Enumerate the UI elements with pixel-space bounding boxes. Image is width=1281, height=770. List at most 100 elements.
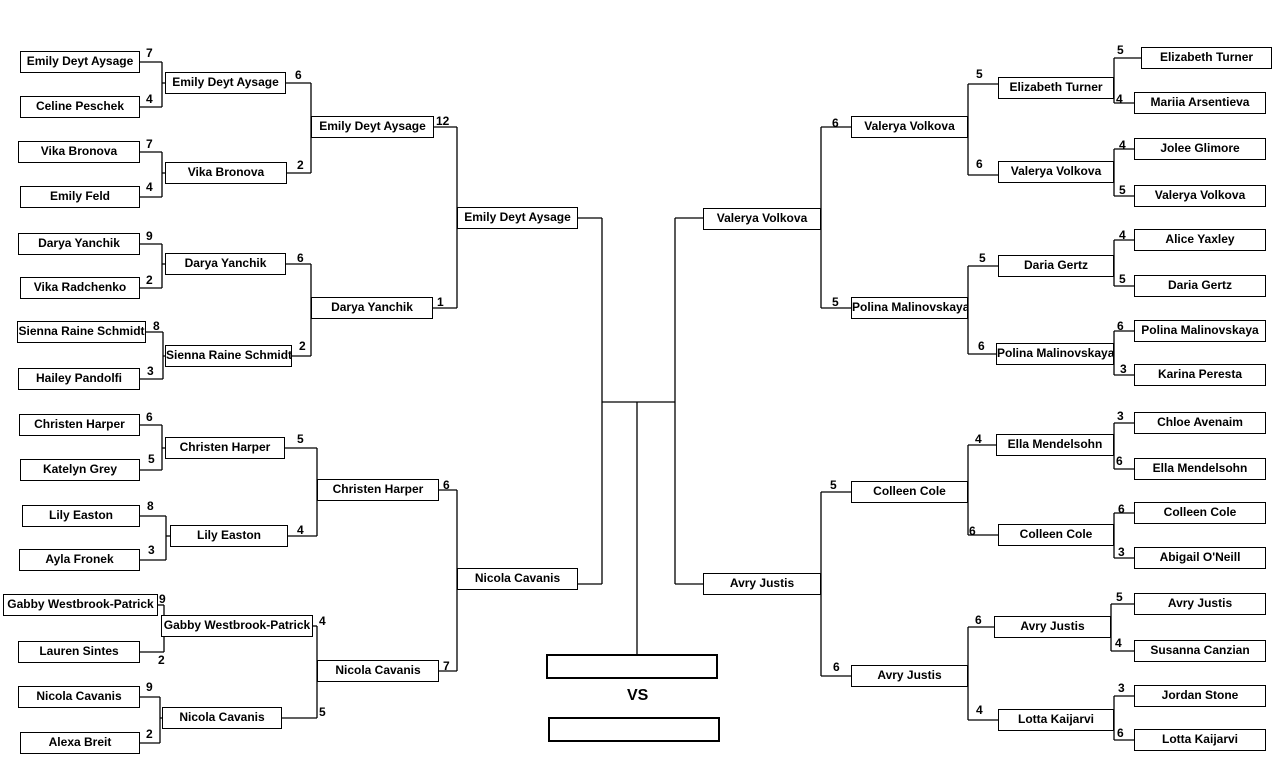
score: 2	[299, 339, 306, 353]
r1-entry: Alexa Breit	[20, 732, 140, 754]
r2-entry: Ella Mendelsohn	[996, 434, 1114, 456]
score: 7	[146, 137, 153, 151]
score: 6	[297, 251, 304, 265]
r1-entry: Lily Easton	[22, 505, 140, 527]
score: 5	[1116, 590, 1123, 604]
r4-entry: Avry Justis	[703, 573, 821, 595]
score: 5	[830, 478, 837, 492]
score: 1	[437, 295, 444, 309]
r1-entry: Emily Feld	[20, 186, 140, 208]
score: 4	[146, 92, 153, 106]
r1-entry: Vika Bronova	[18, 141, 140, 163]
r1-entry: Colleen Cole	[1134, 502, 1266, 524]
r1-entry: Katelyn Grey	[20, 459, 140, 481]
r3-entry: Nicola Cavanis	[317, 660, 439, 682]
r4-entry: Nicola Cavanis	[457, 568, 578, 590]
r3-entry: Valerya Volkova	[851, 116, 968, 138]
r2-entry: Elizabeth Turner	[998, 77, 1114, 99]
r1-entry: Hailey Pandolfi	[18, 368, 140, 390]
score: 5	[148, 452, 155, 466]
score: 9	[159, 592, 166, 606]
r3-entry: Christen Harper	[317, 479, 439, 501]
r1-entry: Ayla Fronek	[19, 549, 140, 571]
r2-entry: Avry Justis	[994, 616, 1111, 638]
r1-entry: Gabby Westbrook-Patrick	[3, 594, 158, 616]
score: 6	[1118, 502, 1125, 516]
score: 6	[1116, 454, 1123, 468]
r1-entry: Christen Harper	[19, 414, 140, 436]
r2-entry: Christen Harper	[165, 437, 285, 459]
r1-entry: Polina Malinovskaya	[1134, 320, 1266, 342]
score: 5	[319, 705, 326, 719]
score: 6	[295, 68, 302, 82]
score: 6	[443, 478, 450, 492]
score: 2	[146, 727, 153, 741]
score: 5	[1117, 43, 1124, 57]
r1-entry: Daria Gertz	[1134, 275, 1266, 297]
final-slot-bottom	[548, 717, 720, 742]
r4-entry: Valerya Volkova	[703, 208, 821, 230]
score: 6	[833, 660, 840, 674]
score: 4	[1119, 228, 1126, 242]
score: 5	[297, 432, 304, 446]
final-slot-top	[546, 654, 718, 679]
r1-entry: Lotta Kaijarvi	[1134, 729, 1266, 751]
score: 6	[146, 410, 153, 424]
score: 6	[832, 116, 839, 130]
score: 6	[969, 524, 976, 538]
r1-entry: Lauren Sintes	[18, 641, 140, 663]
score: 6	[976, 157, 983, 171]
r2-entry: Daria Gertz	[998, 255, 1114, 277]
score: 3	[1120, 362, 1127, 376]
score: 5	[976, 67, 983, 81]
score: 4	[1116, 92, 1123, 106]
r2-entry: Nicola Cavanis	[162, 707, 282, 729]
r3-entry: Polina Malinovskaya	[851, 297, 968, 319]
score: 2	[158, 653, 165, 667]
score: 4	[975, 432, 982, 446]
score: 7	[443, 659, 450, 673]
score: 4	[1119, 138, 1126, 152]
score: 4	[146, 180, 153, 194]
r1-entry: Abigail O'Neill	[1134, 547, 1266, 569]
r3-entry: Emily Deyt Aysage	[311, 116, 434, 138]
r1-entry: Jolee Glimore	[1134, 138, 1266, 160]
score: 5	[1119, 272, 1126, 286]
vs-label: VS	[627, 687, 649, 704]
r1-entry: Alice Yaxley	[1134, 229, 1266, 251]
score: 3	[147, 364, 154, 378]
score: 6	[1117, 319, 1124, 333]
r1-entry: Elizabeth Turner	[1141, 47, 1272, 69]
score: 3	[1117, 409, 1124, 423]
r2-entry: Emily Deyt Aysage	[165, 72, 286, 94]
r1-entry: Ella Mendelsohn	[1134, 458, 1266, 480]
r1-entry: Celine Peschek	[20, 96, 140, 118]
r1-entry: Darya Yanchik	[18, 233, 140, 255]
score: 4	[319, 614, 326, 628]
score: 5	[979, 251, 986, 265]
r2-entry: Valerya Volkova	[998, 161, 1114, 183]
r1-entry: Emily Deyt Aysage	[20, 51, 140, 73]
score: 5	[832, 295, 839, 309]
score: 9	[146, 680, 153, 694]
r2-entry: Darya Yanchik	[165, 253, 286, 275]
r1-entry: Karina Peresta	[1134, 364, 1266, 386]
r2-entry: Lotta Kaijarvi	[998, 709, 1114, 731]
r4-entry: Emily Deyt Aysage	[457, 207, 578, 229]
r1-entry: Chloe Avenaim	[1134, 412, 1266, 434]
r2-entry: Polina Malinovskaya	[996, 343, 1114, 365]
r3-entry: Colleen Cole	[851, 481, 968, 503]
r2-entry: Vika Bronova	[165, 162, 287, 184]
score: 3	[148, 543, 155, 557]
r1-entry: Sienna Raine Schmidt	[17, 321, 146, 343]
score: 7	[146, 46, 153, 60]
r1-entry: Susanna Canzian	[1134, 640, 1266, 662]
score: 2	[146, 273, 153, 287]
r1-entry: Vika Radchenko	[20, 277, 140, 299]
score: 6	[975, 613, 982, 627]
score: 3	[1118, 545, 1125, 559]
score: 6	[978, 339, 985, 353]
score: 4	[976, 703, 983, 717]
